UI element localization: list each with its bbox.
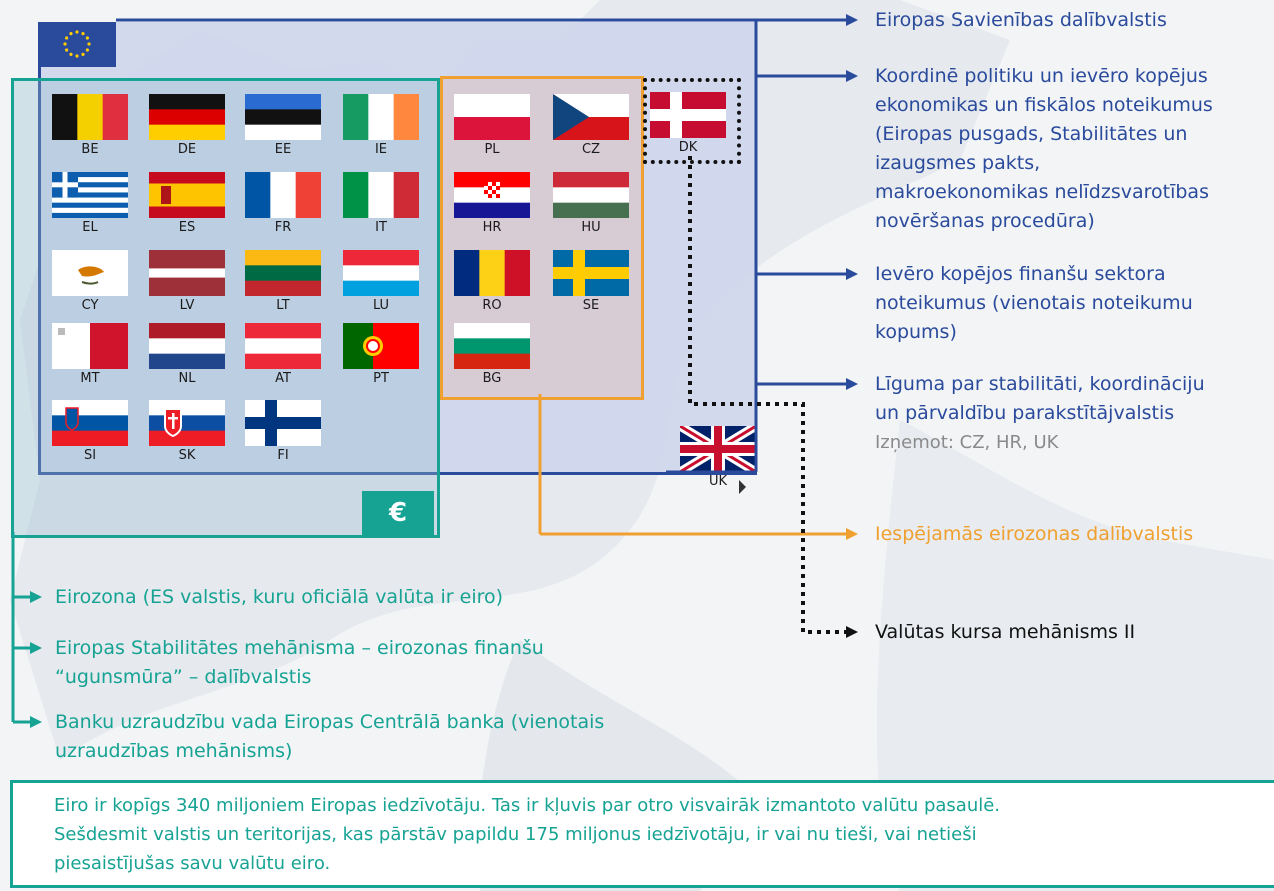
label-eu-members: Eiropas Savienības dalībvalstis bbox=[875, 9, 1167, 31]
country-code-cy: CY bbox=[81, 298, 99, 313]
flag-uk-icon bbox=[680, 426, 756, 472]
label-esm: Eiropas Stabilitātes mehānisma – eirozon… bbox=[55, 637, 544, 688]
country-code-dk: DK bbox=[678, 140, 698, 155]
country-code-si: SI bbox=[83, 448, 97, 463]
country-code-fr: FR bbox=[274, 220, 292, 235]
flag-ro-icon bbox=[454, 250, 530, 296]
label-eurozone: Eirozona (ES valstis, kuru oficiālā valū… bbox=[55, 586, 504, 608]
country-code-hr: HR bbox=[482, 220, 502, 235]
label-treaty: Līguma par stabilitāti, koordināciju un … bbox=[875, 373, 1205, 424]
flag-ie-icon bbox=[343, 94, 419, 140]
euro-badge: € bbox=[362, 491, 434, 535]
label-ssm: Banku uzraudzību vada Eiropas Centrālā b… bbox=[55, 711, 605, 762]
country-code-el: EL bbox=[82, 220, 98, 235]
country-code-sk: SK bbox=[178, 448, 196, 463]
country-code-at: AT bbox=[275, 371, 291, 386]
label-possible-eurozone: Iespējamās eirozonas dalībvalstis bbox=[875, 523, 1194, 545]
flag-cz-icon bbox=[553, 94, 629, 140]
flag-sk-icon bbox=[149, 400, 225, 446]
eurozone-box bbox=[11, 78, 440, 538]
country-code-es: ES bbox=[178, 220, 196, 235]
flag-nl-icon bbox=[149, 323, 225, 369]
eu-stars-icon bbox=[63, 30, 91, 58]
country-code-lt: LT bbox=[276, 298, 290, 313]
flag-de-icon bbox=[149, 94, 225, 140]
bottom-note-box bbox=[10, 780, 1274, 888]
country-code-lv: LV bbox=[179, 298, 195, 313]
flag-pl-icon bbox=[454, 94, 530, 140]
flag-si-icon bbox=[52, 400, 128, 446]
flag-be-icon bbox=[52, 94, 128, 140]
country-code-it: IT bbox=[375, 220, 387, 235]
label-coordination: Koordinē politiku un ievēro kopējus ekon… bbox=[875, 65, 1213, 232]
flag-es-icon bbox=[149, 172, 225, 218]
flag-hr-icon bbox=[454, 172, 530, 218]
flag-lt-icon bbox=[245, 250, 321, 296]
country-code-pl: PL bbox=[484, 142, 500, 157]
country-code-hu: HU bbox=[581, 220, 601, 235]
country-code-be: BE bbox=[81, 142, 99, 157]
country-code-pt: PT bbox=[373, 371, 389, 386]
label-treaty-exceptions: Izņemot: CZ, HR, UK bbox=[875, 432, 1059, 453]
country-code-ie: IE bbox=[374, 142, 388, 157]
country-code-de: DE bbox=[177, 142, 197, 157]
country-code-mt: MT bbox=[80, 371, 100, 386]
flag-se-icon bbox=[553, 250, 629, 296]
country-code-ro: RO bbox=[482, 298, 502, 313]
country-code-bg: BG bbox=[482, 371, 502, 386]
flag-cy-icon bbox=[52, 250, 128, 296]
euro-symbol: € bbox=[388, 498, 408, 528]
flag-ee-icon bbox=[245, 94, 321, 140]
flag-hu-icon bbox=[553, 172, 629, 218]
country-code-ee: EE bbox=[274, 142, 292, 157]
label-erm2: Valūtas kursa mehānisms II bbox=[875, 621, 1136, 643]
country-code-cz: CZ bbox=[582, 142, 600, 157]
flag-it-icon bbox=[343, 172, 419, 218]
flag-mt-icon bbox=[52, 323, 128, 369]
flag-lu-icon bbox=[343, 250, 419, 296]
country-code-nl: NL bbox=[178, 371, 196, 386]
country-code-uk: UK bbox=[708, 474, 728, 489]
flag-fr-icon bbox=[245, 172, 321, 218]
country-code-se: SE bbox=[582, 298, 600, 313]
flag-bg-icon bbox=[454, 323, 530, 369]
country-code-lu: LU bbox=[372, 298, 390, 313]
flag-lv-icon bbox=[149, 250, 225, 296]
flag-fi-icon bbox=[245, 400, 321, 446]
flag-pt-icon bbox=[343, 323, 419, 369]
bottom-note: Eiro ir kopīgs 340 miljoniem Eiropas ied… bbox=[54, 795, 1001, 874]
flag-dk-icon bbox=[650, 92, 726, 138]
flag-at-icon bbox=[245, 323, 321, 369]
label-financial-rules: Ievēro kopējos finanšu sektora noteikumu… bbox=[875, 263, 1193, 343]
flag-el-icon bbox=[52, 172, 128, 218]
country-code-fi: FI bbox=[277, 448, 289, 463]
eu-flag-emblem bbox=[38, 22, 116, 67]
